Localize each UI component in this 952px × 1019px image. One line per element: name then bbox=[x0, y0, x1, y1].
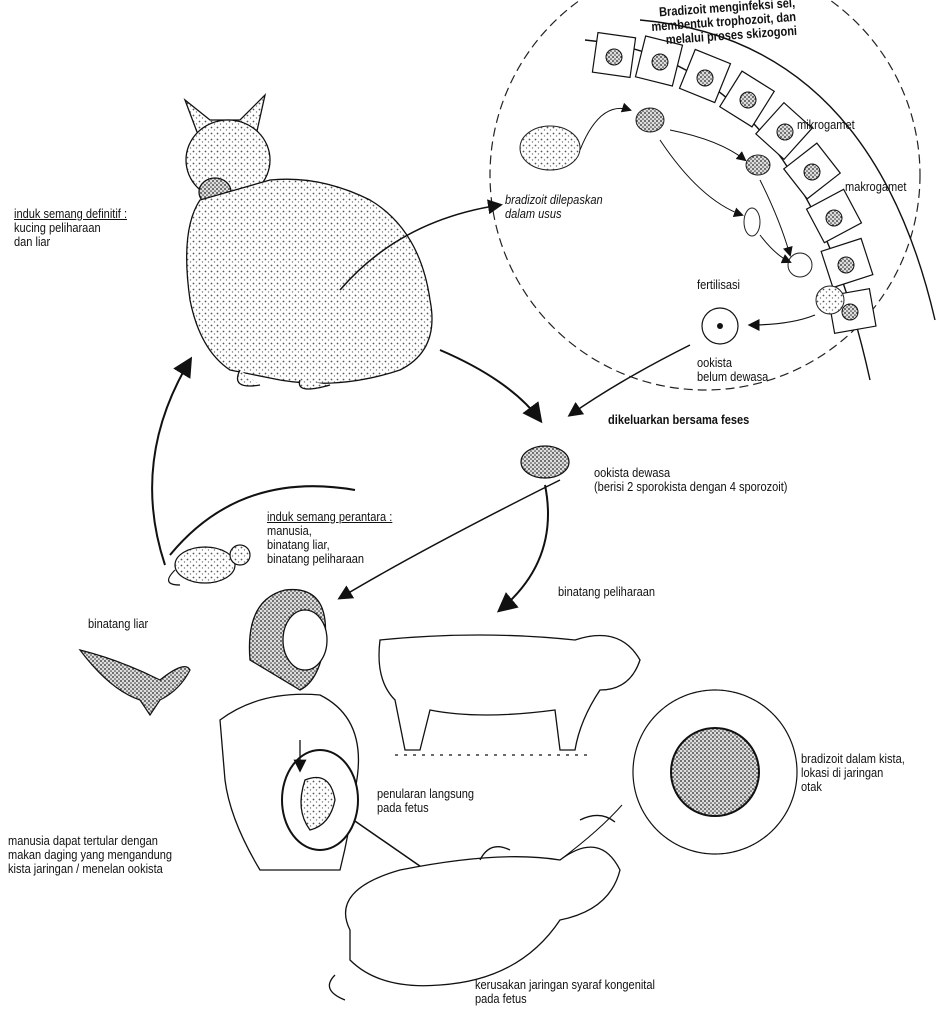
bird-illustration bbox=[80, 650, 190, 715]
bradyzoite-released-label: bradizoit dilepaskan dalam usus bbox=[505, 193, 603, 221]
congenital-damage-label: kerusakan jaringan syaraf kongenital pad… bbox=[475, 978, 655, 1006]
cow-illustration bbox=[379, 635, 640, 755]
immature-oocyst-label: ookista belum dewasa bbox=[697, 356, 768, 384]
domestic-animal-label: binatang peliharaan bbox=[558, 585, 655, 599]
intermediate-host-body: manusia, binatang liar, binatang pelihar… bbox=[267, 524, 364, 566]
brain-cyst-label: bradizoit dalam kista, lokasi di jaringa… bbox=[801, 752, 905, 794]
intermediate-host-title: induk semang perantara : bbox=[267, 510, 392, 524]
microgamete-label: mikrogamet bbox=[797, 118, 855, 132]
baby-illustration bbox=[329, 815, 620, 1000]
definitive-host-title: induk semang definitif : bbox=[14, 207, 127, 221]
definitive-host-body: kucing peliharaan dan liar bbox=[14, 221, 101, 249]
mouse-illustration bbox=[169, 545, 250, 585]
macrogamete-label: makrogamet bbox=[845, 180, 906, 194]
brain-cyst-circle bbox=[560, 690, 797, 860]
human-infection-label: manusia dapat tertular dengan makan dagi… bbox=[8, 834, 172, 876]
direct-transmission-label: penularan langsung pada fetus bbox=[377, 787, 474, 815]
pregnant-woman-illustration bbox=[220, 590, 358, 870]
mature-oocyst-label: ookista dewasa (berisi 2 sporokista deng… bbox=[594, 466, 787, 494]
wild-animal-label: binatang liar bbox=[88, 617, 148, 631]
mature-oocyst bbox=[521, 446, 569, 478]
excreted-label: dikeluarkan bersama feses bbox=[608, 413, 749, 427]
fertilization-label: fertilisasi bbox=[697, 278, 740, 292]
